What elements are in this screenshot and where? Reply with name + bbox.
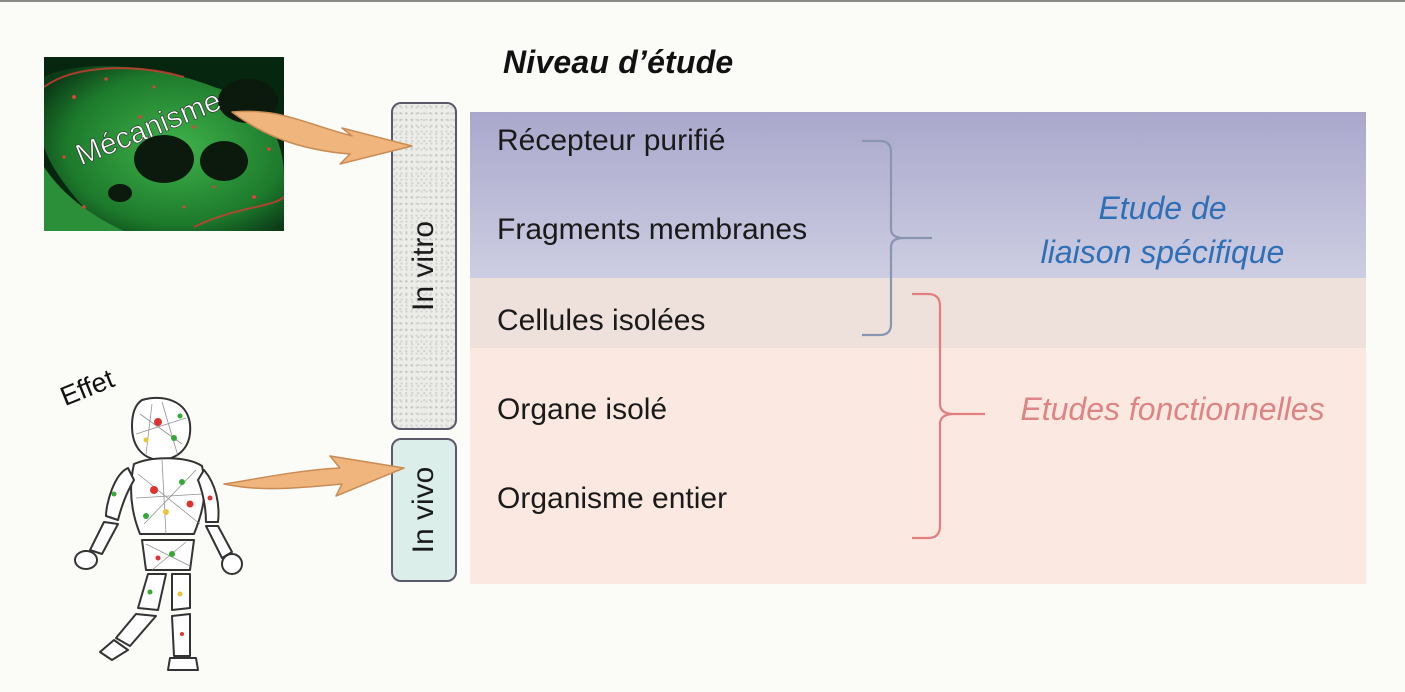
specific-binding-label: Etude de liaison spécifique	[1010, 186, 1315, 274]
in-vivo-pill: In vivo	[391, 438, 457, 582]
functional-band	[470, 348, 1366, 584]
in-vivo-label: In vivo	[407, 466, 440, 554]
cell-image-drawing: Mécanisme	[44, 57, 284, 231]
level-membrane-fragments: Fragments membranes	[497, 213, 808, 246]
in-vitro-pill: In vitro	[391, 102, 457, 430]
functional-studies-label: Etudes fonctionnelles	[1020, 391, 1325, 427]
level-isolated-cells: Cellules isolées	[497, 304, 706, 337]
diagram-title: Niveau d’étude	[503, 44, 734, 80]
level-whole-organism: Organisme entier	[497, 482, 728, 515]
specific-binding-line2: liaison spécifique	[1040, 234, 1285, 270]
cell-microscopy-image: Mécanisme	[44, 57, 284, 231]
level-purified-receptor: Récepteur purifié	[497, 124, 726, 157]
level-isolated-organ: Organe isolé	[497, 393, 668, 426]
in-vitro-label: In vitro	[407, 220, 440, 312]
specific-binding-line1: Etude de	[1098, 190, 1227, 226]
walking-figure-illustration	[74, 396, 243, 671]
top-border	[0, 0, 1405, 2]
